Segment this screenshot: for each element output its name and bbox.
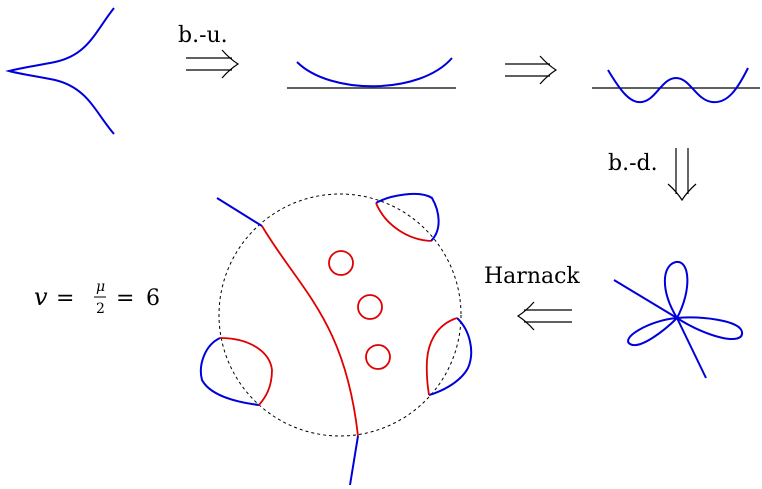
harnack-label: Harnack [484, 264, 580, 289]
formula-frac-num: μ [96, 279, 105, 295]
formula-rhs: 6 [146, 286, 160, 311]
blowdown-arrow: b.-d. [608, 148, 697, 202]
red-arc [261, 225, 359, 437]
formula: v = μ 2 = 6 [34, 279, 160, 317]
blowdown-label: b.-d. [608, 151, 658, 176]
formula-lhs: v [34, 283, 48, 311]
blue-arc [200, 337, 260, 406]
blowup-label: b.-u. [178, 23, 228, 48]
red-oval [365, 344, 391, 370]
formula-equals-1: = [56, 286, 74, 311]
tangent-parabola [287, 57, 456, 89]
harnack-configuration [200, 192, 473, 486]
red-oval [328, 250, 354, 276]
trefoil-curve [613, 261, 743, 379]
dashed-circle [218, 193, 462, 437]
formula-frac-den: 2 [96, 301, 105, 317]
blue-arc [349, 435, 359, 486]
red-oval [357, 294, 383, 320]
red-arc [375, 202, 432, 242]
red-arc [219, 337, 273, 406]
blue-arc [375, 192, 440, 242]
blue-arc [216, 197, 263, 227]
blowup-arrow: b.-u. [178, 23, 240, 79]
implies-arrow-2 [505, 55, 558, 85]
harnack-arrow: Harnack [484, 264, 580, 331]
wavy-curve [592, 67, 760, 104]
blue-arc [428, 317, 473, 396]
red-arc [425, 317, 458, 396]
cusp-curve [5, 7, 115, 135]
formula-equals-2: = [116, 286, 134, 311]
